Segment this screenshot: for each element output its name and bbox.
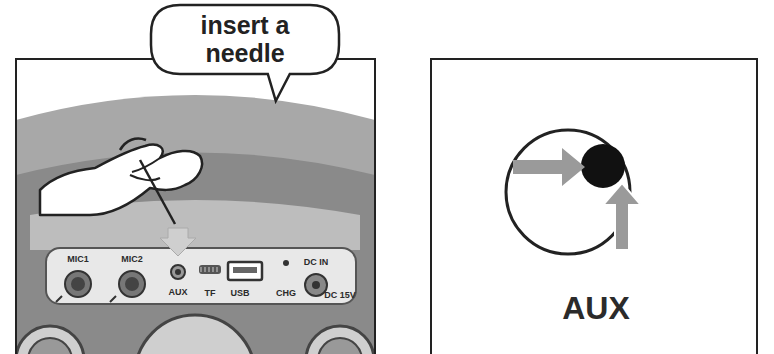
port-label: CHG — [276, 289, 296, 298]
port-label: MIC2 — [121, 255, 143, 264]
port-label: MIC1 — [67, 255, 89, 264]
port-label: DC 15V — [324, 291, 356, 300]
bubble-text: insert a needle — [150, 4, 340, 75]
port-label: DC IN — [304, 258, 329, 267]
port-title: AUX — [562, 292, 630, 324]
port-label: AUX — [168, 288, 187, 297]
bubble-shape — [151, 5, 339, 101]
speech-bubble: insert a needle — [150, 4, 340, 75]
port-label: TF — [205, 289, 216, 298]
port-label: USB — [230, 289, 249, 298]
